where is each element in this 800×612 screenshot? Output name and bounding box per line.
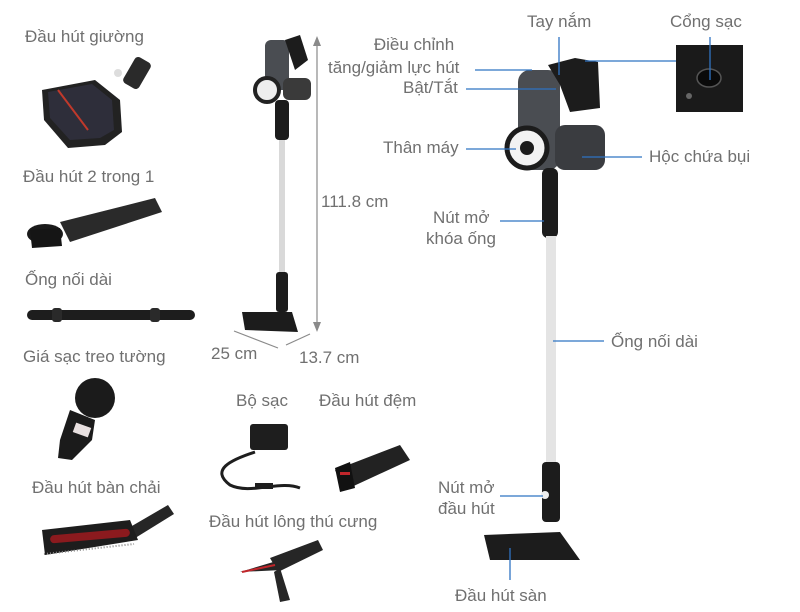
callout-dust-bin: Hộc chứa bụi [649,147,751,166]
accessory-label-wall-mount: Giá sạc treo tường [23,347,166,366]
dimension-arrows [233,36,321,349]
cushion-nozzle-image [335,445,410,492]
dimension-width: 25 cm [211,344,258,363]
accessory-label-charger: Bộ sạc [236,391,288,410]
callout-charging-port: Cổng sạc [670,12,742,31]
two-in-one-nozzle-image [27,198,162,248]
callout-power: Bật/Tắt [403,78,458,97]
callout-suction-adjust-line1: Điều chỉnh [373,35,455,54]
dimension-height: 111.8 cm [321,192,389,211]
callout-body: Thân máy [383,138,459,157]
bed-nozzle-image [42,56,151,148]
accessory-label-two-in-one-nozzle: Đầu hút 2 trong 1 [23,167,155,186]
vacuum-dimension-image [242,35,311,332]
accessory-label-extension-hose: Ống nối dài [25,270,112,289]
dimension-depth: 13.7 cm [299,348,360,367]
accessory-label-bed-nozzle: Đầu hút giường [25,27,144,46]
vacuum-main-image [484,58,605,560]
accessory-label-cushion-nozzle: Đầu hút đệm [319,391,417,410]
extension-hose-image [27,308,195,322]
charger-image [220,424,301,490]
accessory-label-brush-nozzle: Đầu hút bàn chải [32,478,161,497]
callout-floor-head: Đầu hút sàn [455,586,547,605]
brush-nozzle-image [42,505,174,555]
pet-nozzle-image [240,540,323,602]
callout-lines [466,37,711,580]
callout-head-release-line2: đầu hút [438,499,495,518]
callout-extension-tube: Ống nối dài [611,332,698,351]
wall-mount-image [58,378,115,460]
callout-head-release-line1: Nút mở [438,478,495,497]
callout-handle: Tay nắm [527,12,592,31]
callout-tube-release-line1: Nút mở [433,208,490,227]
callout-tube-release-line2: khóa ống [426,229,496,248]
callout-suction-adjust-line2: tăng/giảm lực hút [328,58,460,77]
accessory-label-pet-nozzle: Đầu hút lông thú cưng [209,512,378,531]
